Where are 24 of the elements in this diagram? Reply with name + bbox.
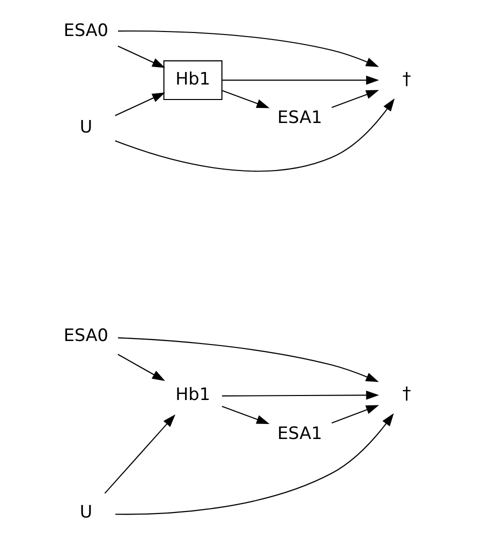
node-text: ESA0: [63, 326, 108, 346]
node-text: ESA1: [276, 108, 322, 128]
arrow: [114, 98, 394, 172]
arrow: [222, 76, 379, 85]
arrow: [118, 337, 378, 382]
node-text: †: [402, 384, 410, 404]
arrow: [221, 90, 270, 108]
node-text: ESA0: [63, 20, 108, 41]
node-text: U: [79, 118, 92, 138]
arrow: [222, 390, 379, 400]
arrow: [117, 354, 165, 381]
node-text: Hb1: [175, 385, 210, 406]
arrow: [331, 90, 378, 108]
arrow: [117, 46, 165, 68]
arrow: [331, 405, 378, 424]
arrow: [114, 92, 165, 116]
arrow: [114, 413, 394, 515]
node-text: ESA1: [276, 424, 322, 444]
node-box: Hb1: [162, 60, 222, 100]
arrow: [104, 414, 175, 494]
arrow: [118, 30, 378, 67]
node-text: U: [79, 502, 92, 522]
node-text: †: [402, 69, 410, 90]
arrow: [221, 406, 270, 424]
